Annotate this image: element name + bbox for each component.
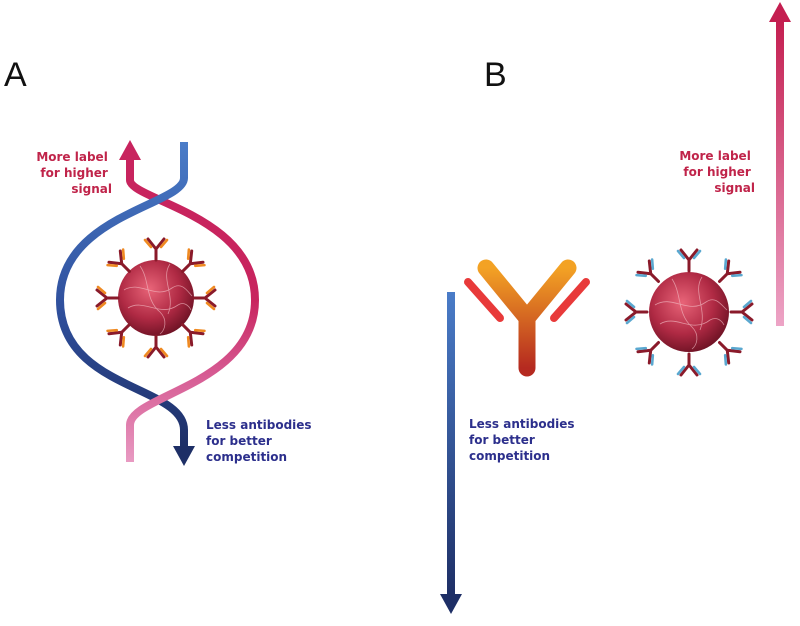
large-antibody bbox=[464, 259, 590, 377]
panel-a-label-note: More label for higher signal bbox=[36, 150, 112, 196]
bead-a-texture bbox=[123, 263, 193, 335]
antibody-b-5 bbox=[676, 352, 702, 377]
bead-cluster-b bbox=[624, 248, 754, 377]
panel-a-antibody-note: Less antibodies for better competition bbox=[206, 418, 316, 464]
bead-b bbox=[649, 272, 729, 352]
antibody-a-3 bbox=[192, 285, 217, 311]
bead-a bbox=[118, 260, 194, 336]
panel-b-label-note: More label for higher signal bbox=[679, 149, 755, 195]
panel-b-antibody-note: Less antibodies for better competition bbox=[469, 417, 579, 463]
bead-b-texture bbox=[654, 276, 728, 350]
antibody-b-7 bbox=[624, 299, 649, 325]
bead-cluster-a bbox=[95, 237, 217, 359]
label-strand-lower bbox=[126, 299, 259, 462]
label-arrowhead-up bbox=[119, 140, 141, 160]
antibody-a-1 bbox=[143, 237, 169, 262]
label-strand-upper bbox=[126, 160, 259, 301]
antibody-arrow-shaft-b bbox=[447, 292, 455, 596]
label-arrow-shaft-b bbox=[776, 20, 784, 326]
antibody-a-7 bbox=[95, 285, 120, 311]
antibody-b-1 bbox=[676, 248, 702, 273]
label-arrowhead-b bbox=[769, 2, 791, 22]
panel-b-letter: B bbox=[484, 56, 507, 94]
antibody-arrowhead-b bbox=[440, 594, 462, 614]
antibody-b-3 bbox=[729, 299, 754, 325]
antibody-a-5 bbox=[143, 334, 169, 359]
antibody-arrowhead-down bbox=[173, 446, 195, 466]
panel-a-letter: A bbox=[4, 56, 27, 94]
